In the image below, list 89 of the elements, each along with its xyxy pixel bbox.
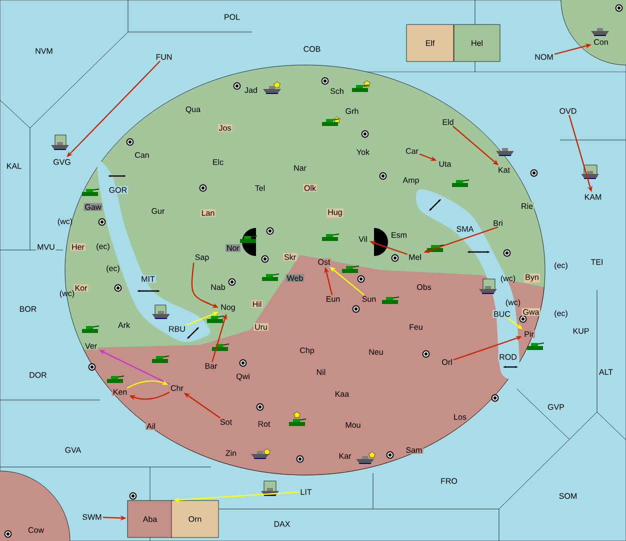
- land-region: Gur: [150, 207, 166, 215]
- land-region: Los: [452, 413, 468, 421]
- land-region: Bar: [204, 362, 218, 370]
- sea-region: BUC: [492, 310, 512, 318]
- land-region: Gwa: [522, 308, 540, 316]
- land-region: Nor: [226, 244, 240, 252]
- sea-region: ROD: [498, 353, 518, 361]
- sea-region: COB: [302, 45, 322, 53]
- sea-region: GVG: [52, 158, 72, 166]
- land-region: Feu: [408, 323, 424, 331]
- sea-region: BOR: [18, 305, 38, 313]
- coast-label: (wc): [60, 290, 74, 298]
- land-region: Sot: [219, 418, 233, 426]
- sea-region: DOR: [28, 371, 48, 379]
- coast-label: (ec): [106, 265, 120, 273]
- land-region: Bri: [492, 219, 504, 227]
- land-region: Web: [286, 274, 304, 282]
- coast-label: (ec): [554, 310, 568, 318]
- land-region: Mel: [408, 253, 422, 261]
- land-region: Eun: [324, 295, 342, 303]
- sea-region: RBU: [168, 325, 186, 333]
- land-region: Olk: [303, 184, 317, 192]
- land-region: Cow: [27, 526, 45, 534]
- land-region: Obs: [416, 283, 432, 291]
- land-region: Uta: [438, 160, 452, 168]
- land-region: Vil: [358, 235, 368, 243]
- land-region: Kat: [497, 166, 511, 174]
- land-region: Kaa: [334, 390, 350, 398]
- sea-region: SOM: [558, 492, 578, 500]
- sea-region: FUN: [154, 53, 174, 61]
- sea-region: FRO: [440, 477, 458, 485]
- territory-box: Elf: [406, 24, 454, 62]
- land-region: Esm: [390, 231, 408, 239]
- land-region: Nar: [292, 164, 308, 172]
- land-region: Gaw: [84, 203, 102, 211]
- land-region: Rot: [256, 420, 272, 428]
- land-region: Hil: [251, 300, 263, 308]
- land-region: Pir: [523, 330, 535, 338]
- sea-region: SMA: [455, 225, 475, 233]
- coast-label: (wc): [58, 218, 72, 226]
- land-region: Kor: [74, 284, 88, 292]
- coast-label: (wc): [506, 299, 520, 307]
- land-region: Yok: [355, 148, 371, 156]
- land-region: Ark: [117, 321, 131, 329]
- land-region: Jos: [218, 124, 232, 132]
- land-region: Can: [134, 151, 150, 159]
- land-region: Ken: [112, 388, 128, 396]
- sea-region: OVD: [558, 107, 578, 115]
- coast-label: (ec): [554, 262, 568, 270]
- land-region: Sam: [404, 446, 424, 454]
- land-region: Her: [70, 243, 86, 251]
- land-region: Sun: [360, 295, 378, 303]
- land-region: Jad: [244, 86, 258, 94]
- land-region: Nil: [315, 368, 327, 376]
- land-region: Uru: [254, 323, 268, 331]
- land-region: Neu: [368, 348, 384, 356]
- land-region: Eld: [441, 118, 455, 126]
- sea-region: GVP: [546, 403, 566, 411]
- land-region: Zin: [224, 449, 238, 457]
- land-region: Con: [592, 38, 610, 46]
- land-region: Orl: [440, 358, 454, 366]
- land-region: Kar: [338, 452, 352, 460]
- land-region: Ost: [316, 258, 332, 266]
- land-region: Mou: [344, 421, 362, 429]
- land-region: Lan: [200, 209, 216, 217]
- coast-label: (ec): [96, 243, 110, 251]
- sea-region: KUP: [572, 327, 590, 335]
- land-region: Nab: [210, 283, 226, 291]
- sea-region: SWM: [81, 513, 103, 521]
- territory-box: Aba: [127, 500, 173, 538]
- land-region: Tel: [254, 184, 266, 192]
- sea-region: POL: [223, 13, 241, 21]
- sea-region: GVA: [64, 446, 82, 454]
- territory-box: Hel: [454, 24, 500, 62]
- land-region: Chr: [170, 384, 184, 392]
- sea-region: MVU: [36, 243, 56, 251]
- land-region: Skr: [283, 253, 297, 261]
- land-region: Ver: [84, 342, 98, 350]
- land-region: Sch: [329, 87, 345, 95]
- land-region: Grh: [344, 107, 360, 115]
- sea-region: NOM: [534, 53, 554, 61]
- sea-region: GOR: [108, 186, 128, 194]
- land-region: Rie: [520, 202, 534, 210]
- coast-label: (wc): [500, 275, 516, 283]
- node-label: Ken: [114, 389, 127, 395]
- territory-box: Orn: [171, 500, 219, 538]
- land-region: Elc: [211, 158, 225, 166]
- land-region: Ail: [146, 422, 156, 430]
- land-region: Car: [404, 147, 420, 155]
